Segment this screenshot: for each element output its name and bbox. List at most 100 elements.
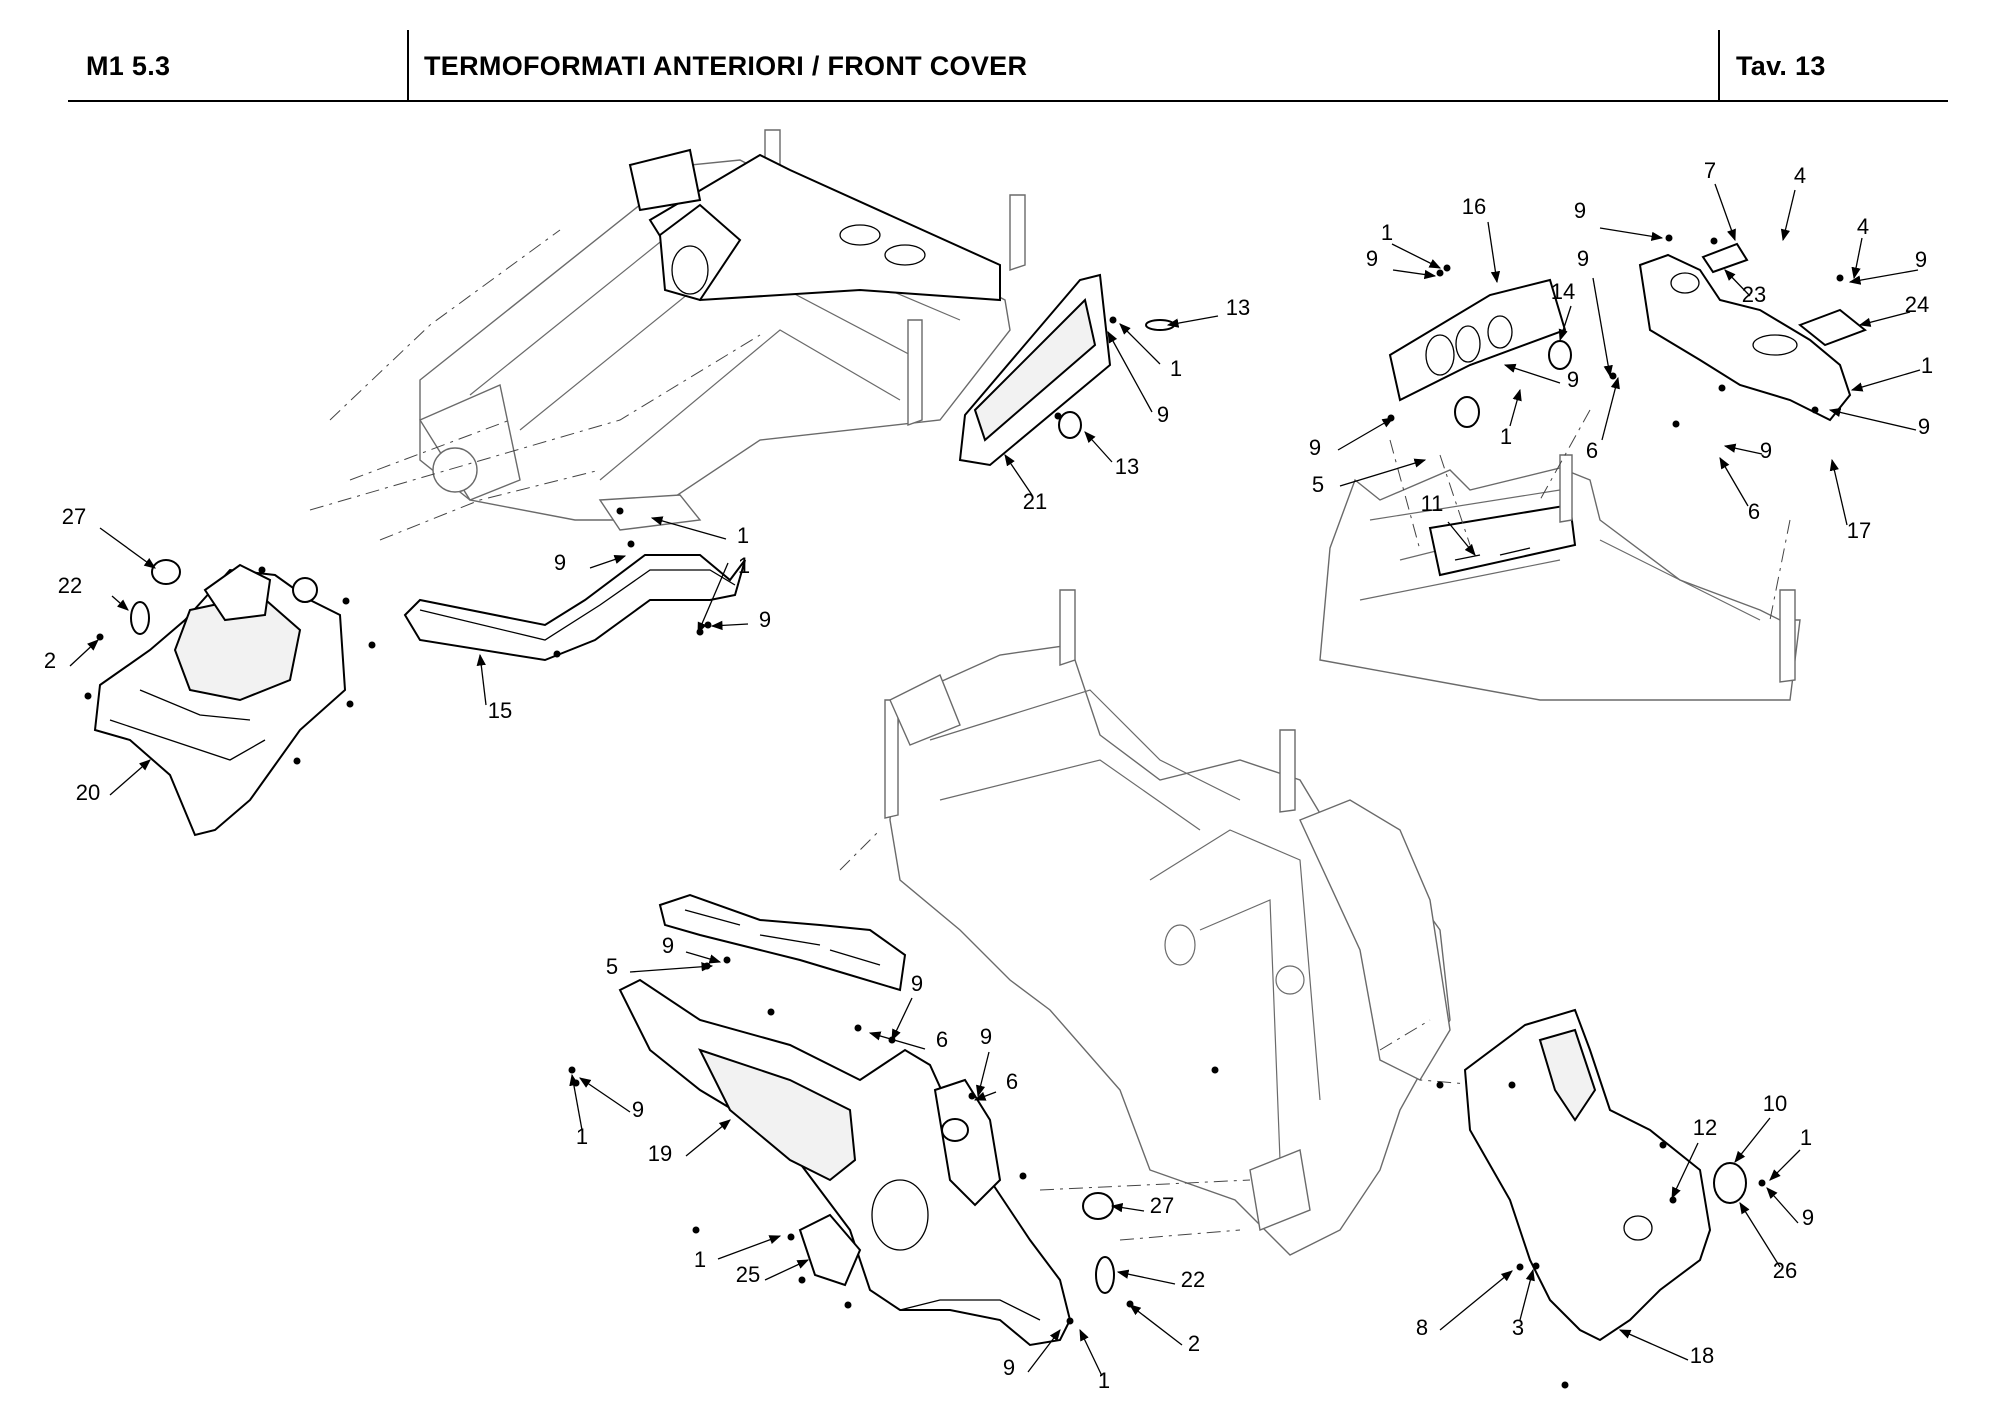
arrow-head-icon — [1439, 1270, 1513, 1331]
upper-console — [628, 148, 1001, 302]
part-27-plug — [1082, 1192, 1114, 1220]
arrow-head-icon — [1858, 311, 1911, 327]
callout-9: 9 — [1760, 438, 1772, 463]
callout-1: 1 — [738, 553, 750, 578]
arrow-head-icon — [1503, 363, 1561, 384]
callout-9: 9 — [980, 1024, 992, 1049]
callout-1: 1 — [1500, 424, 1512, 449]
part-24-cover — [1798, 308, 1867, 347]
callout-12: 12 — [1693, 1115, 1717, 1140]
arrow-head-icon — [109, 759, 151, 796]
arrow-head-icon — [1392, 269, 1437, 280]
arrow-head-icon — [1004, 454, 1033, 496]
callout-21: 21 — [1023, 489, 1047, 514]
arrow-head-icon — [697, 562, 729, 635]
arrow-head-icon — [717, 1235, 782, 1260]
part-14-lens — [1548, 340, 1572, 370]
arrow-head-icon — [650, 516, 727, 540]
callout-3: 3 — [1512, 1315, 1524, 1340]
title-block-divider — [407, 30, 409, 100]
arrow-head-icon — [685, 951, 722, 964]
callout-9: 9 — [1577, 246, 1589, 271]
callout-4: 4 — [1857, 214, 1869, 239]
arrow-head-icon — [1601, 376, 1620, 441]
arrow-head-icon — [973, 1091, 997, 1101]
part-17-console — [1638, 253, 1852, 422]
arrow-head-icon — [579, 1077, 631, 1113]
callout-17: 17 — [1847, 518, 1871, 543]
arrow-head-icon — [685, 1119, 731, 1157]
part-22-lens — [1095, 1256, 1115, 1294]
arrow-head-icon — [1829, 458, 1848, 526]
part-16-panel — [1388, 278, 1567, 402]
callout-16: 16 — [1462, 194, 1486, 219]
callout-13: 13 — [1226, 295, 1250, 320]
callout-4: 4 — [1794, 163, 1806, 188]
arrow-head-icon — [1027, 1329, 1061, 1373]
arrow-head-icon — [710, 620, 749, 631]
upper-tray — [658, 893, 907, 992]
callout-1: 1 — [576, 1124, 588, 1149]
callout-9: 9 — [1309, 435, 1321, 460]
arrow-head-icon — [1618, 1329, 1689, 1361]
callout-11: 11 — [1421, 491, 1444, 516]
top-left-assembly — [84, 129, 1175, 837]
arrow-head-icon — [1166, 315, 1219, 328]
callout-1: 1 — [1098, 1368, 1110, 1393]
arrow-head-icon — [1592, 277, 1613, 378]
callout-9: 9 — [1003, 1355, 1015, 1380]
title-block: M1 5.3 TERMOFORMATI ANTERIORI / FRONT CO… — [68, 30, 1948, 102]
callout-24: 24 — [1905, 292, 1929, 317]
arrow-head-icon — [1337, 417, 1395, 451]
callout-20: 20 — [76, 780, 100, 805]
callout-6: 6 — [1006, 1069, 1018, 1094]
arrow-head-icon — [1848, 269, 1919, 285]
callout-1: 1 — [1381, 220, 1393, 245]
arrow-head-icon — [1599, 227, 1664, 241]
arrow-head-icon — [1671, 1142, 1699, 1200]
callout-9: 9 — [1915, 247, 1927, 272]
arrow-head-icon — [1734, 1117, 1771, 1163]
part-25-bracket — [798, 1213, 862, 1287]
callout-2: 2 — [1188, 1331, 1200, 1356]
callout-1: 1 — [1921, 353, 1933, 378]
arrow-head-icon — [1739, 1202, 1781, 1268]
table-number: Tav. 13 — [1736, 50, 1826, 81]
arrow-head-icon — [589, 554, 627, 569]
arrow-head-icon — [629, 962, 714, 973]
arrow-head-icon — [1487, 221, 1501, 284]
arrow-head-icon — [976, 1051, 990, 1098]
arrow-head-icon — [868, 1031, 926, 1050]
callout-19: 19 — [648, 1141, 672, 1166]
callout-5: 5 — [1312, 472, 1324, 497]
table-title: TERMOFORMATI ANTERIORI / FRONT COVER — [424, 50, 1028, 81]
callout-27: 27 — [1150, 1193, 1174, 1218]
callout-13: 13 — [1115, 454, 1139, 479]
arrow-head-icon — [764, 1259, 810, 1281]
part-27-plug — [151, 559, 181, 585]
callout-1: 1 — [1800, 1125, 1812, 1150]
arrow-head-icon — [1850, 369, 1921, 392]
leader-lines — [69, 183, 1921, 1377]
arrow-head-icon — [891, 997, 913, 1042]
arrow-head-icon — [1714, 183, 1736, 242]
part-26-cover — [1713, 1162, 1747, 1204]
part-21-fascia — [958, 273, 1112, 467]
arrow-head-icon — [69, 639, 99, 667]
callout-26: 26 — [1773, 1258, 1797, 1283]
arrow-head-icon — [111, 595, 129, 611]
part-20-front-cowl — [93, 563, 347, 837]
callout-6: 6 — [1586, 438, 1598, 463]
callout-9: 9 — [632, 1097, 644, 1122]
callout-6: 6 — [936, 1027, 948, 1052]
callout-9: 9 — [1366, 246, 1378, 271]
callout-15: 15 — [488, 698, 512, 723]
callout-7: 7 — [1704, 158, 1716, 183]
callout-9: 9 — [1574, 198, 1586, 223]
callout-8: 8 — [1416, 1315, 1428, 1340]
callout-10: 10 — [1763, 1091, 1787, 1116]
callout-9: 9 — [662, 933, 674, 958]
callout-1: 1 — [694, 1247, 706, 1272]
arrow-head-icon — [1723, 443, 1763, 455]
